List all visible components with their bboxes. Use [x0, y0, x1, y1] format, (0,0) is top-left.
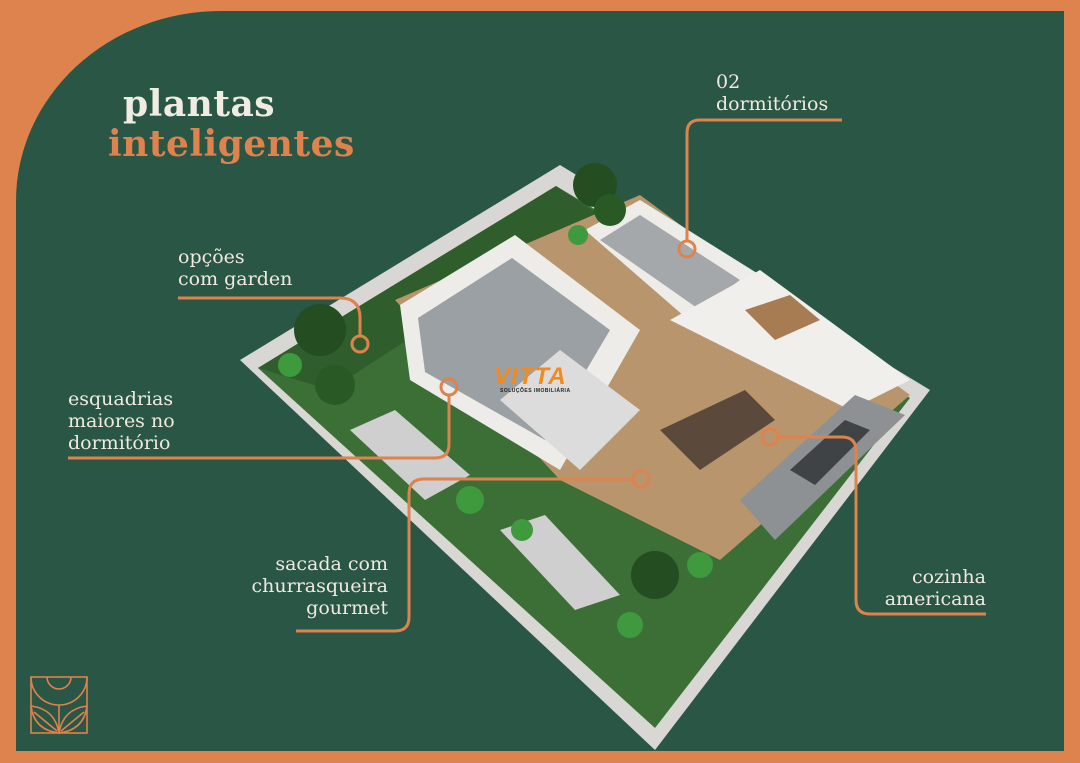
- callout-sacada: sacada com churrasqueira gourmet: [251, 553, 389, 619]
- vitta-watermark: VITTA SOLUÇÕES IMOBILIÁRIA: [494, 363, 571, 395]
- title-line-1: plantas: [123, 83, 276, 125]
- callout-cozinha: cozinha americana: [884, 566, 986, 610]
- callout-garden: opções com garden: [178, 246, 293, 290]
- watermark-tagline: SOLUÇÕES IMOBILIÁRIA: [500, 388, 571, 394]
- title-line-2: inteligentes: [108, 123, 355, 165]
- callout-dormitorios: 02 dormitórios: [716, 71, 829, 115]
- watermark-brand: VITTA: [494, 363, 567, 390]
- callout-esquadrias: esquadrias maiores no dormitório: [68, 388, 175, 454]
- page-title: plantas inteligentes: [108, 86, 355, 162]
- leaf-logo-icon: [30, 676, 88, 734]
